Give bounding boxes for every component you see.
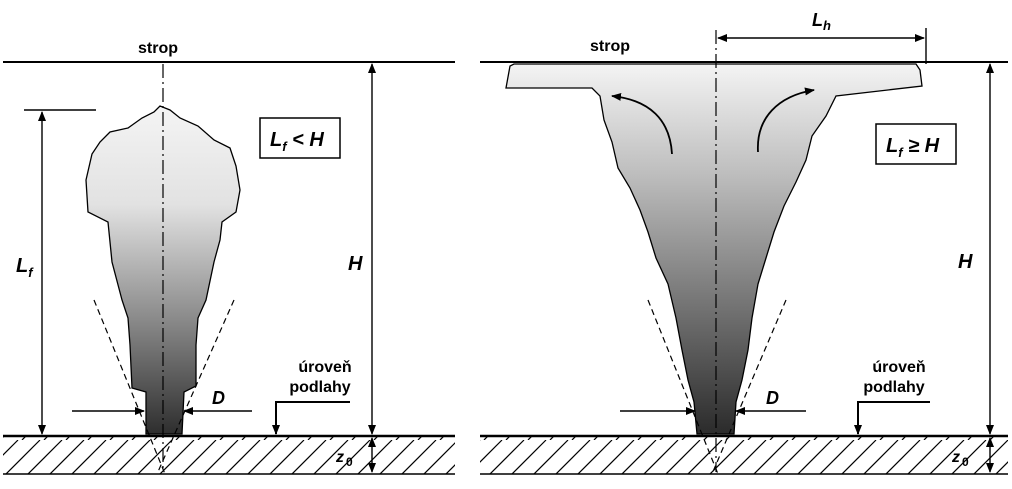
- left-panel: strop Lf Lf < H H z 0 D: [3, 40, 455, 475]
- diameter-label: D: [766, 388, 779, 408]
- cone-line-left: [647, 299, 719, 475]
- flow-arrow-left: [611, 92, 673, 155]
- flame-height-label: Lf: [16, 255, 34, 280]
- flame-plume: [505, 63, 923, 435]
- cone-line-right: [156, 299, 235, 475]
- horizontal-length-label: Lh: [812, 10, 831, 33]
- floor-hatch: [3, 436, 455, 474]
- z0-label: z: [951, 449, 960, 466]
- cone-line-right: [711, 299, 787, 475]
- condition-box: [875, 123, 957, 165]
- ceiling-label: strop: [138, 40, 178, 57]
- cone-line-left: [93, 299, 166, 475]
- floor-level-label-line2: podlahy: [289, 379, 350, 396]
- z0-subscript: 0: [962, 455, 969, 469]
- condition-box: [259, 117, 341, 159]
- floor-level-pointer: [272, 401, 350, 435]
- floor-hatch: [480, 436, 1008, 474]
- room-height-label: H: [958, 251, 973, 273]
- z0-subscript: 0: [346, 455, 353, 469]
- room-height-label: H: [348, 253, 363, 275]
- floor-level-label-line2: podlahy: [863, 379, 924, 396]
- condition-label: Lf ≥ H: [886, 135, 940, 160]
- flow-arrow-right: [757, 87, 815, 153]
- right-panel: strop Lh Lf ≥ H H z 0: [480, 10, 1008, 475]
- z0-label: z: [335, 449, 344, 466]
- floor-level-label-line1: úroveň: [298, 359, 351, 376]
- ceiling-label: strop: [590, 38, 630, 55]
- floor-level-pointer: [854, 401, 930, 435]
- condition-label: Lf < H: [270, 129, 324, 154]
- floor-level-label-line1: úroveň: [872, 359, 925, 376]
- diameter-label: D: [212, 388, 225, 408]
